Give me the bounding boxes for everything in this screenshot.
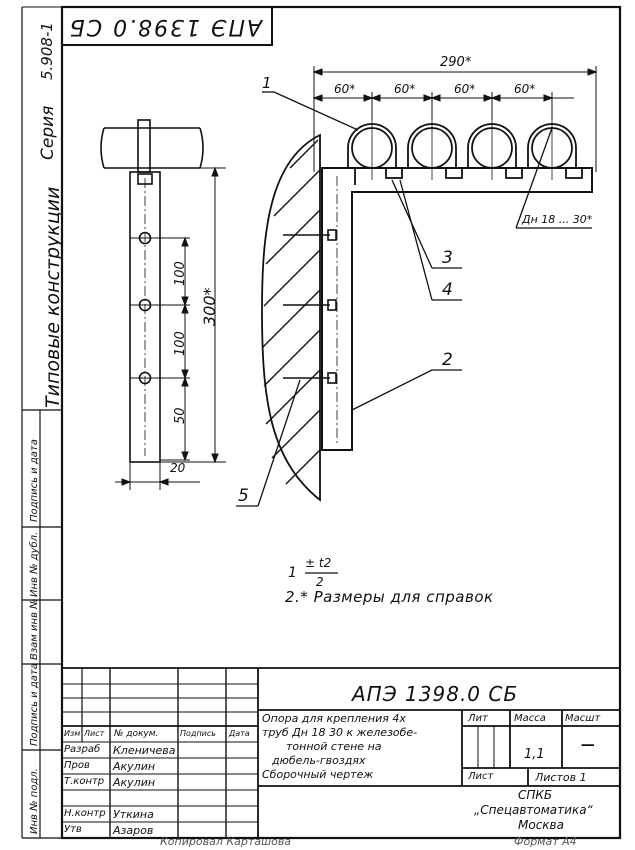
left-dimension-lines (115, 166, 226, 490)
strip-label-sign-date-top: Подпись и дата (29, 439, 40, 522)
dim-50: 50 (173, 407, 188, 424)
callout-2: 2 (442, 350, 453, 370)
callout-1: 1 (262, 74, 272, 92)
header-sign: Подпись (180, 729, 216, 738)
description-line-4: дюбель-гвоздях (272, 754, 366, 767)
top-code-box (61, 6, 273, 46)
role-checker: Пров (64, 760, 90, 771)
description-line-1: Опора для крепления 4х (262, 712, 406, 725)
note-1-tolerance: ± t2 (305, 556, 332, 570)
callout-3: 3 (442, 248, 453, 268)
dim-100-lower: 100 (173, 331, 188, 356)
sheet-frame (60, 5, 622, 840)
name-approver: Азаров (113, 824, 154, 837)
name-checker: Акулин (113, 760, 156, 773)
callout-leaders (236, 91, 592, 507)
name-developer: Кленичева (113, 744, 176, 757)
scale-value: — (581, 737, 595, 753)
dim-spacing-1: 60* (334, 82, 356, 96)
description-line-2: труб Дн 18 30 к железобе- (262, 726, 418, 739)
footer-copied-by: Копировал Карташова (160, 835, 292, 848)
scale-label: Масшт (565, 713, 601, 724)
strip-label-replace-inv: Взам инв № (29, 598, 40, 660)
lit-label: Лит (468, 713, 488, 724)
angle-bracket (321, 167, 593, 451)
concrete-wall (261, 133, 321, 502)
footer-format: Формат А4 (514, 835, 577, 848)
name-norm-control: Уткина (113, 808, 154, 821)
dim-total-width: 290* (440, 55, 472, 70)
dim-spacing-2: 60* (394, 82, 416, 96)
callout-5: 5 (238, 486, 249, 506)
dim-100-upper: 100 (173, 261, 188, 286)
description-line-5: Сборочный чертеж (262, 768, 374, 781)
role-approver: Утв (64, 824, 82, 835)
series-label: Серия (38, 105, 58, 160)
role-tech-control: Т.контр (64, 776, 105, 787)
dim-bottom-width: 20 (170, 461, 186, 475)
strip-label-sign-date-bottom: Подпись и дата (29, 663, 40, 746)
dim-spacing-3: 60* (454, 82, 476, 96)
top-dimension-lines (312, 66, 598, 172)
sheets-count: Листов 1 (535, 771, 587, 784)
designation: АПЭ 1398.0 СБ (352, 682, 519, 706)
mass-value: 1,1 (524, 747, 545, 762)
series-number: 5.908-1 (38, 22, 56, 80)
header-list: Лист (84, 729, 105, 738)
header-izm: Изм (64, 729, 81, 738)
dim-spacing-4: 60* (514, 82, 536, 96)
strip-label-dup-inv: Инв № дубл. (29, 531, 40, 597)
note-1-denominator: 2 (316, 575, 324, 589)
note-2: 2.* Размеры для справок (285, 588, 494, 606)
org-line-1: СПКБ (518, 788, 553, 802)
sheet-label: Лист (468, 771, 494, 782)
title-block-lines (62, 667, 620, 838)
note-1-number: 1 (288, 565, 297, 581)
strip-label-orig-inv: Инв № подл. (29, 768, 40, 834)
mass-label: Масса (514, 713, 546, 724)
name-tech-control: Акулин (113, 776, 156, 789)
top-code-inverted: АПЭ 1398.0 СБ (67, 14, 262, 39)
role-developer: Разраб (64, 744, 101, 755)
callout-4: 4 (442, 280, 453, 300)
role-norm-control: Н.контр (64, 808, 106, 819)
description-line-3: тонной стене на (286, 740, 382, 753)
left-strip-lines (22, 409, 62, 838)
header-doc: № докум. (114, 729, 159, 739)
org-line-2: „Спецавтоматика“ (474, 803, 593, 817)
typical-constructions-title: Типовые конструкции (42, 186, 64, 408)
pipes-with-clamps (347, 120, 583, 185)
org-line-3: Москва (518, 818, 564, 832)
pipe-diameter-label: Дн 18 ... 30* (522, 213, 593, 226)
dowel-nails (283, 229, 337, 384)
title-block-rows (62, 683, 258, 823)
header-date: Дата (229, 729, 250, 738)
dim-total-height: 300* (200, 287, 219, 326)
